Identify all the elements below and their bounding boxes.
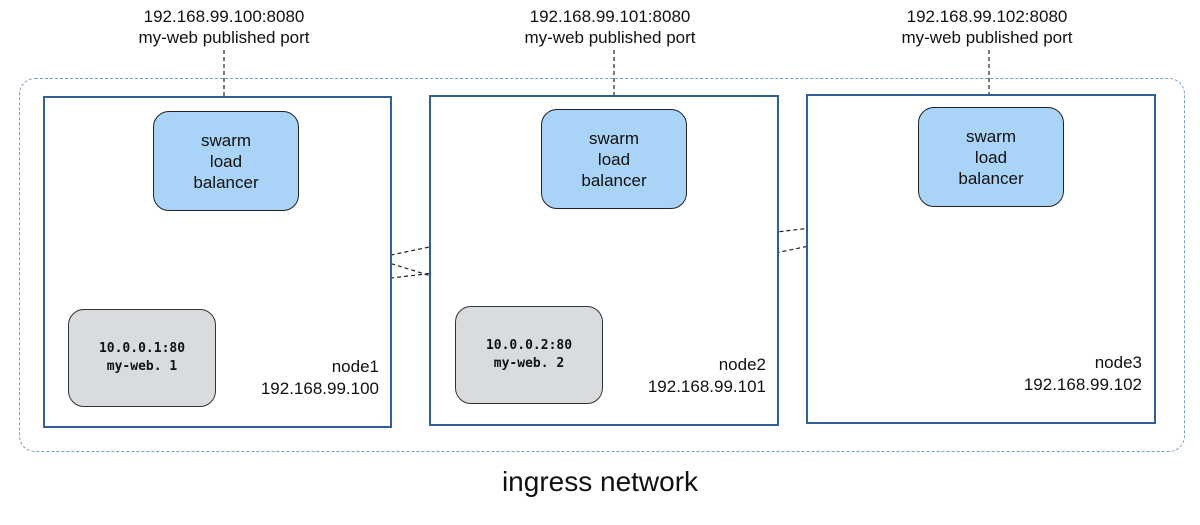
lb-label-line: swarm: [588, 128, 640, 148]
swarm-load-balancer-2: swarm load balancer: [541, 109, 687, 209]
published-port-address: 192.168.99.102:8080: [906, 7, 1068, 26]
node-name: node3: [1094, 353, 1142, 372]
node-info-2: node2 192.168.99.101: [648, 354, 766, 398]
node-ip: 192.168.99.100: [260, 379, 379, 398]
swarm-load-balancer-3: swarm load balancer: [918, 107, 1064, 207]
ingress-network-frame: [19, 78, 1185, 452]
task-name: my-web. 2: [493, 356, 565, 371]
ingress-network-title: ingress network: [501, 466, 699, 497]
published-port-address: 192.168.99.100:8080: [143, 7, 305, 26]
node-info-3: node3 192.168.99.102: [1024, 352, 1142, 396]
node-ip: 192.168.99.102: [1023, 375, 1142, 394]
lb-label-line: balancer: [958, 168, 1024, 188]
published-port-caption: my-web published port: [524, 28, 696, 47]
lb-label-line: load: [209, 151, 243, 171]
task-address: 10.0.0.1:80: [98, 341, 186, 356]
published-port-address: 192.168.99.101:8080: [529, 7, 691, 26]
lb-label-line: swarm: [200, 130, 252, 150]
lb-label-line: swarm: [965, 126, 1017, 146]
published-port-label-1: 192.168.99.100:8080 my-web published por…: [94, 6, 354, 48]
published-port-caption: my-web published port: [901, 28, 1073, 47]
published-port-caption: my-web published port: [138, 28, 310, 47]
lb-label-line: balancer: [193, 172, 259, 192]
published-port-label-3: 192.168.99.102:8080 my-web published por…: [857, 6, 1117, 48]
task-name: my-web. 1: [106, 359, 178, 374]
lb-label-line: balancer: [581, 170, 647, 190]
published-port-label-2: 192.168.99.101:8080 my-web published por…: [480, 6, 740, 48]
lb-label-line: load: [597, 149, 631, 169]
node-name: node2: [718, 355, 766, 374]
task-address: 10.0.0.2:80: [485, 338, 573, 353]
node-ip: 192.168.99.101: [647, 377, 766, 396]
node-info-1: node1 192.168.99.100: [261, 356, 379, 400]
swarm-load-balancer-1: swarm load balancer: [153, 111, 299, 211]
node-name: node1: [331, 357, 379, 376]
lb-label-line: load: [974, 147, 1008, 167]
task-box-1: 10.0.0.1:80 my-web. 1: [68, 309, 216, 407]
task-box-2: 10.0.0.2:80 my-web. 2: [455, 306, 603, 404]
